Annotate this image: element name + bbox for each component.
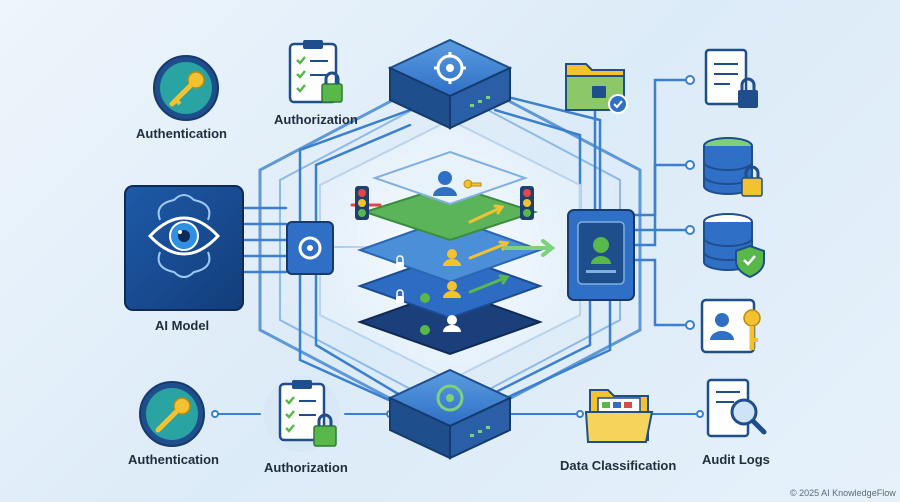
chip-icon bbox=[286, 221, 334, 275]
label-authorization-bottom: Authorization bbox=[264, 460, 348, 475]
document-icon bbox=[704, 48, 758, 108]
padlock-icon bbox=[321, 71, 343, 103]
traffic-light-icon-right bbox=[520, 186, 534, 220]
label-data-classification: Data Classification bbox=[560, 458, 677, 473]
server-bottom bbox=[387, 368, 513, 460]
stack-user-icon bbox=[433, 171, 457, 196]
server-top-lights bbox=[470, 96, 490, 107]
shield-check-icon bbox=[703, 213, 765, 279]
stack-user-icon-3 bbox=[443, 281, 461, 298]
label-authorization-top: Authorization bbox=[274, 112, 358, 127]
key-icon bbox=[153, 55, 219, 121]
label-ai-model: AI Model bbox=[155, 318, 210, 333]
gear-icon bbox=[434, 52, 466, 84]
key-icon-bottom bbox=[139, 381, 205, 447]
connector-lines bbox=[214, 68, 701, 432]
copyright-text: © 2025 AI KnowledgeFlow bbox=[790, 488, 896, 498]
folder-icon-bottom bbox=[584, 389, 654, 443]
server-top bbox=[387, 38, 513, 130]
stack-user-icon-4 bbox=[443, 315, 461, 332]
label-authentication-bottom: Authentication bbox=[128, 452, 219, 467]
stack-key-icon bbox=[463, 179, 482, 189]
traffic-light-icon bbox=[355, 186, 369, 220]
clipboard-check-icon-bottom bbox=[264, 376, 340, 452]
folder-icon bbox=[565, 63, 628, 114]
chip-icon-right bbox=[567, 209, 635, 301]
magnifier-icon bbox=[706, 378, 767, 438]
stack-lock-icons bbox=[396, 255, 430, 335]
stack-arrows bbox=[350, 203, 556, 294]
label-authentication-top: Authentication bbox=[136, 126, 227, 141]
stack-user-icon-2 bbox=[443, 249, 461, 266]
id-card-icon bbox=[700, 298, 761, 354]
brain-eye-icon bbox=[147, 194, 221, 278]
label-audit-logs: Audit Logs bbox=[702, 452, 770, 467]
database-icon bbox=[703, 137, 763, 197]
